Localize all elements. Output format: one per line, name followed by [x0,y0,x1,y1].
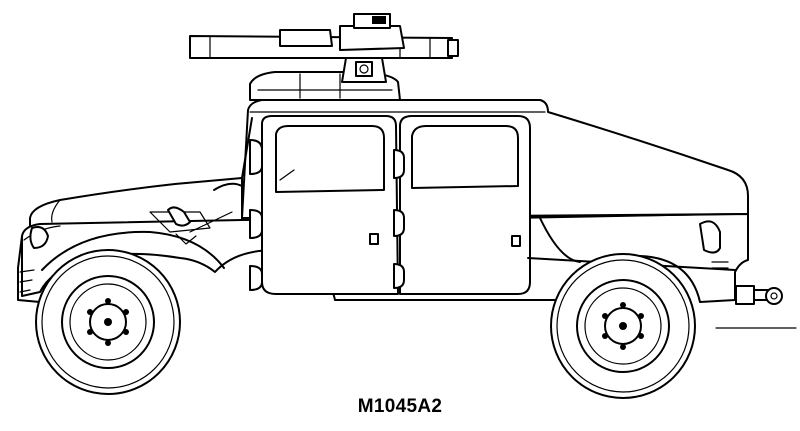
tow-launcher-turret [189,13,459,101]
rear-door [393,115,531,295]
front-wheel [35,249,181,395]
figure-caption: M1045A2 [357,396,443,417]
front-door [249,115,399,295]
rear-quarter-panel [527,213,783,305]
rear-wheel [550,253,696,399]
